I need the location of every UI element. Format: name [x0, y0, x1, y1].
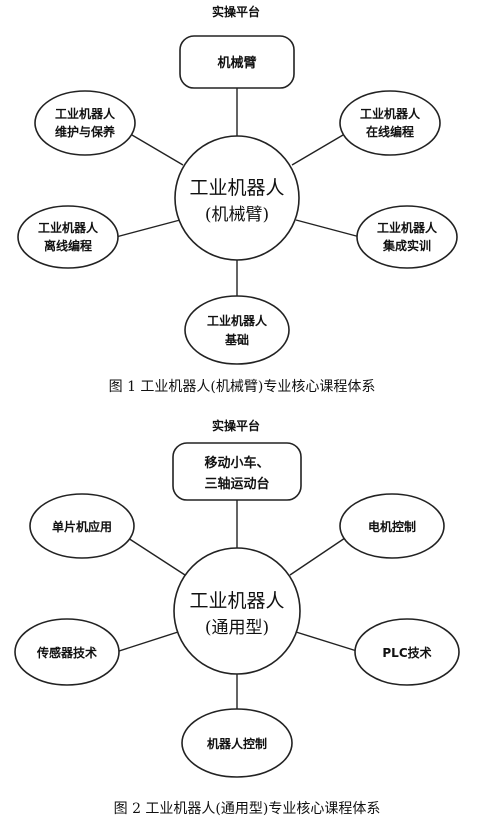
- caption: 图 1 工业机器人(机械臂)专业核心课程体系: [109, 379, 376, 395]
- node-label: 工业机器人: [360, 106, 421, 121]
- edge: [127, 537, 186, 576]
- edge: [295, 219, 361, 238]
- center-label: 工业机器人: [189, 177, 284, 199]
- center-label: (机械臂): [205, 205, 269, 225]
- node-bottom: [181, 708, 293, 778]
- node-label: 移动小车、: [204, 455, 269, 471]
- diagram-1: 实操平台 机械臂 工业机器人 维护与保养 工业机器人 在线编程 工业机器人 离线…: [17, 4, 458, 395]
- node-label: 工业机器人: [55, 106, 116, 121]
- platform-label: 实操平台: [212, 4, 260, 19]
- node-top-box: [172, 442, 302, 501]
- node-label: 维护与保养: [55, 124, 115, 139]
- node-top-box: [179, 35, 295, 89]
- edge: [131, 134, 184, 166]
- node-label: 电机控制: [368, 519, 416, 534]
- node-center: [174, 135, 300, 261]
- node-left-bottom: [17, 205, 119, 269]
- node-label: 基础: [224, 332, 249, 347]
- edge: [295, 631, 361, 653]
- node-label: 机械臂: [217, 55, 256, 71]
- caption: 图 2 工业机器人(通用型)专业核心课程体系: [114, 801, 381, 817]
- node-label: 工业机器人: [38, 220, 99, 235]
- node-label: 离线编程: [44, 238, 92, 253]
- node-label: 工业机器人: [207, 313, 268, 328]
- node-label: PLC技术: [382, 645, 431, 660]
- node-left-bottom: [14, 618, 120, 686]
- node-label: 机器人控制: [207, 736, 267, 751]
- node-label: 在线编程: [366, 124, 414, 139]
- node-center: [173, 547, 301, 675]
- node-left-top: [34, 90, 136, 156]
- platform-label: 实操平台: [212, 418, 260, 433]
- edge: [115, 219, 181, 238]
- node-left-top: [29, 493, 135, 559]
- node-label: 工业机器人: [377, 220, 438, 235]
- node-bottom: [184, 295, 290, 365]
- node-label: 传感器技术: [36, 645, 97, 660]
- node-right-top: [339, 90, 441, 156]
- node-right-top: [339, 493, 445, 559]
- node-label: 三轴运动台: [204, 476, 269, 492]
- node-label: 集成实训: [382, 238, 431, 253]
- edge: [289, 537, 346, 576]
- center-label: 工业机器人: [189, 590, 284, 612]
- edge: [115, 631, 179, 653]
- node-label: 单片机应用: [52, 519, 112, 534]
- center-label: (通用型): [205, 618, 269, 638]
- node-right-bottom: [356, 205, 458, 269]
- node-right-bottom: [354, 618, 460, 686]
- diagram-2: 实操平台 移动小车、 三轴运动台 单片机应用 电机控制 传感器技术 PLC技术 …: [14, 418, 460, 817]
- edge: [291, 134, 344, 166]
